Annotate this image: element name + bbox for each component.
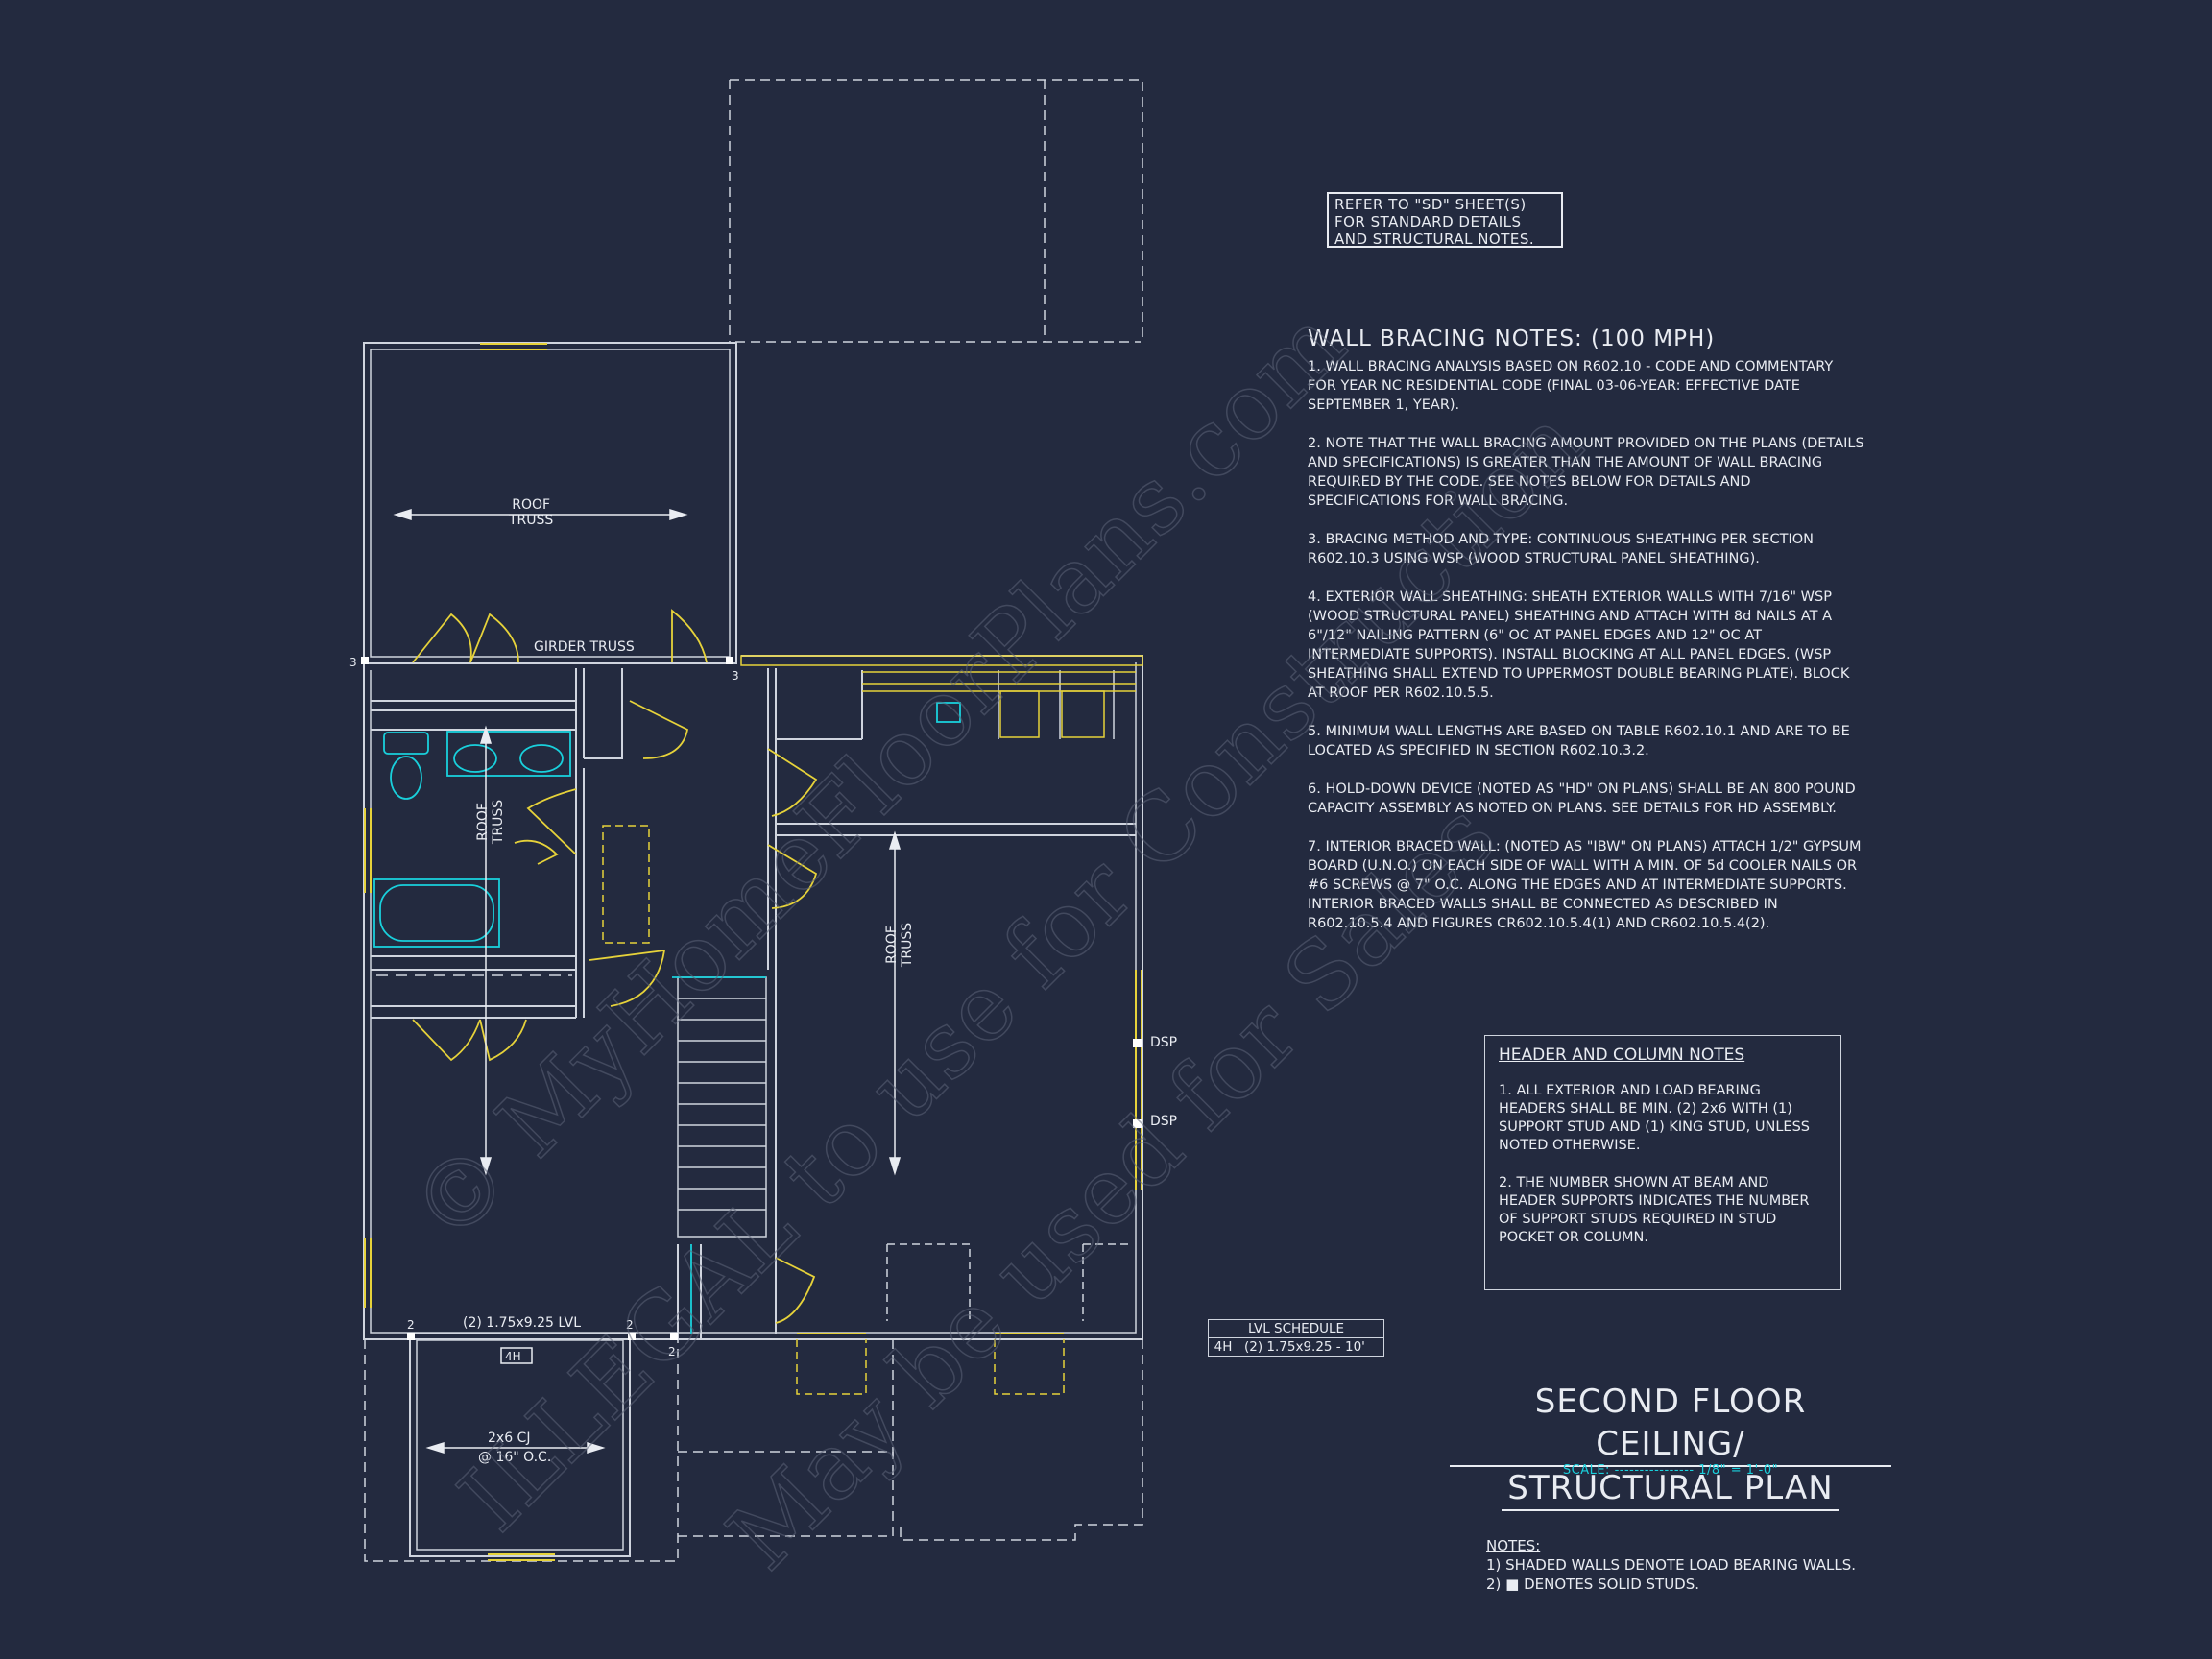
toilet-tank bbox=[383, 732, 429, 755]
header-column-notes-box: HEADER AND COLUMN NOTES 1. ALL EXTERIOR … bbox=[1484, 1035, 1841, 1290]
upper-room bbox=[363, 342, 737, 664]
ceiling-joist-spacing: @ 16" O.C. bbox=[478, 1450, 552, 1465]
note-item: 2) ■ DENOTES SOLID STUDS. bbox=[1486, 1575, 1700, 1593]
stud-count-2a: 2 bbox=[407, 1318, 415, 1332]
lvl-beam-label: (2) 1.75x9.25 LVL bbox=[463, 1315, 581, 1331]
bearing-wall-hatch bbox=[740, 655, 1143, 666]
dsp-label-2: DSP bbox=[1150, 1114, 1178, 1129]
notes-block: NOTES: 1) SHADED WALLS DENOTE LOAD BEARI… bbox=[1486, 1536, 1856, 1594]
roof-truss-label-center: ROOF TRUSS bbox=[884, 922, 916, 968]
toilet-bowl bbox=[390, 756, 422, 800]
header-column-note: 2. THE NUMBER SHOWN AT BEAM AND HEADER S… bbox=[1499, 1175, 1810, 1245]
roof-truss-label-left: ROOF TRUSS bbox=[475, 799, 507, 845]
stud-count-3b: 3 bbox=[732, 669, 739, 683]
stud-count-2c: 2 bbox=[668, 1345, 676, 1358]
beam-mark-box bbox=[500, 1347, 533, 1364]
lower-room bbox=[409, 1333, 631, 1557]
lvl-schedule-title: LVL SCHEDULE bbox=[1209, 1320, 1383, 1338]
scale-label: SCALE: ---------------- 1/8" = 1'-0" bbox=[1562, 1463, 1779, 1478]
plan-title: SECOND FLOOR CEILING/ STRUCTURAL PLAN bbox=[1450, 1381, 1891, 1511]
wall-bracing-title: WALL BRACING NOTES: (100 MPH) bbox=[1308, 326, 1716, 351]
roof-outline-dashed bbox=[729, 79, 1143, 342]
roof-truss-label: ROOF TRUSS bbox=[509, 497, 554, 528]
lvl-schedule-table: LVL SCHEDULE 4H (2) 1.75x9.25 - 10' bbox=[1208, 1319, 1384, 1357]
vanity bbox=[446, 731, 571, 777]
stairs bbox=[677, 976, 767, 1238]
lvl-mark: 4H bbox=[1209, 1338, 1238, 1356]
lvl-spec: (2) 1.75x9.25 - 10' bbox=[1244, 1339, 1365, 1355]
wall-bracing-note: 1. WALL BRACING ANALYSIS BASED ON R602.1… bbox=[1308, 359, 1834, 413]
beam-mark-label: 4H bbox=[505, 1350, 521, 1363]
dsp-label-1: DSP bbox=[1150, 1035, 1178, 1050]
solid-studs bbox=[361, 657, 1142, 1340]
stud-count-2b: 2 bbox=[626, 1318, 634, 1332]
plan-title-line-2: STRUCTURAL PLAN bbox=[1502, 1467, 1839, 1511]
wall-bracing-note: 7. INTERIOR BRACED WALL: (NOTED AS "IBW"… bbox=[1308, 839, 1862, 931]
wall-bracing-notes: 1. WALL BRACING ANALYSIS BASED ON R602.1… bbox=[1308, 357, 1864, 952]
header-column-note: 1. ALL EXTERIOR AND LOAD BEARING HEADERS… bbox=[1499, 1083, 1810, 1153]
stud-count-3a: 3 bbox=[349, 656, 357, 669]
lvl-schedule-row: 4H (2) 1.75x9.25 - 10' bbox=[1209, 1338, 1383, 1356]
reference-note-box: REFER TO "SD" SHEET(S) FOR STANDARD DETA… bbox=[1327, 192, 1563, 248]
ceiling-joist-label: 2x6 CJ bbox=[488, 1431, 531, 1446]
girder-truss-label: GIRDER TRUSS bbox=[534, 639, 635, 655]
header-column-title: HEADER AND COLUMN NOTES bbox=[1499, 1046, 1745, 1065]
note-item: 1) SHADED WALLS DENOTE LOAD BEARING WALL… bbox=[1486, 1556, 1857, 1574]
wall-bracing-note: 6. HOLD-DOWN DEVICE (NOTED AS "HD" ON PL… bbox=[1308, 781, 1856, 816]
notes-title: NOTES: bbox=[1486, 1537, 1541, 1554]
wall-bracing-note: 5. MINIMUM WALL LENGTHS ARE BASED ON TAB… bbox=[1308, 724, 1850, 758]
wall-bracing-note: 3. BRACING METHOD AND TYPE: CONTINUOUS S… bbox=[1308, 532, 1814, 566]
door-swings bbox=[412, 609, 818, 1324]
wall-bracing-note: 2. NOTE THAT THE WALL BRACING AMOUNT PRO… bbox=[1308, 436, 1864, 509]
wall-bracing-note: 4. EXTERIOR WALL SHEATHING: SHEATH EXTER… bbox=[1308, 589, 1850, 701]
plan-title-line-1: SECOND FLOOR CEILING/ bbox=[1450, 1381, 1891, 1467]
windows bbox=[364, 343, 1142, 1561]
bathtub bbox=[373, 878, 500, 948]
